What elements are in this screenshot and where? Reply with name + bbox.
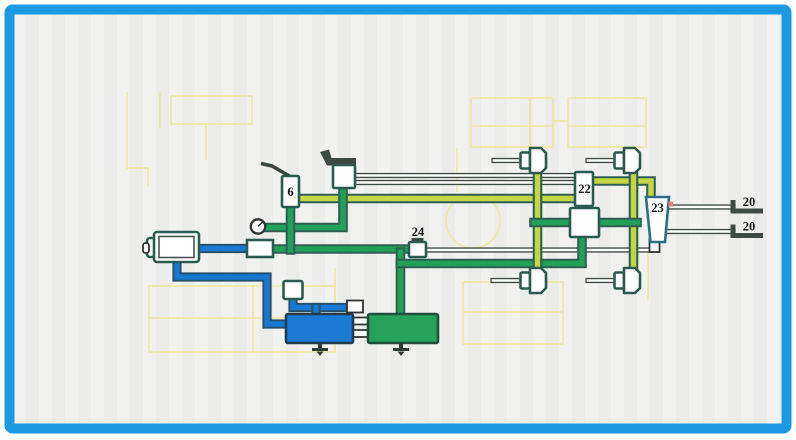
brake-chamber-top-left (519, 146, 548, 175)
foot-brake-valve (320, 149, 357, 190)
relay-valve (568, 206, 601, 239)
coupling-head-top: 20 (730, 195, 763, 214)
brake-pedal (320, 149, 356, 166)
gauge-needle (257, 221, 264, 228)
brake-chamber-risers (529, 166, 642, 274)
parking-brake-valve-6: 6 (260, 161, 301, 209)
air-tanks (282, 279, 440, 356)
red-mark (668, 201, 673, 207)
coupling-top-label: 20 (743, 195, 756, 209)
green-circuit-pipes (259, 183, 587, 320)
air-compressor (142, 230, 201, 264)
pressure-gauge (249, 218, 267, 235)
brake-chambers (490, 146, 642, 295)
wet-air-tank (284, 312, 355, 345)
pressure-regulator (245, 238, 275, 259)
coupling-bottom-label: 20 (743, 220, 756, 234)
valve-24: 24 (407, 225, 428, 259)
brake-chamber-top-right (613, 146, 642, 175)
valve-23-label: 23 (651, 201, 664, 215)
tank-port-valve (346, 299, 364, 314)
tank-connector-upper (351, 316, 370, 326)
brake-valve-22 (573, 170, 595, 208)
hand-lever (260, 161, 292, 179)
relay-block: 22 (568, 170, 601, 239)
drain-valve-wet-tank (312, 343, 328, 356)
coupling-head-bottom: 20 (730, 220, 763, 238)
brake-chamber-bottom-right (613, 266, 642, 295)
valve-6-label: 6 (287, 185, 293, 199)
safety-valve (282, 279, 304, 301)
service-air-tank (366, 312, 440, 345)
valve-22-label: 22 (578, 182, 591, 196)
tank-connector-lower (351, 329, 370, 338)
brake-chamber-bottom-left (519, 266, 548, 295)
drain-valve-service-tank (393, 343, 409, 356)
trailer-distributor-23: 23 (644, 195, 673, 253)
valve-24-label: 24 (412, 225, 425, 239)
